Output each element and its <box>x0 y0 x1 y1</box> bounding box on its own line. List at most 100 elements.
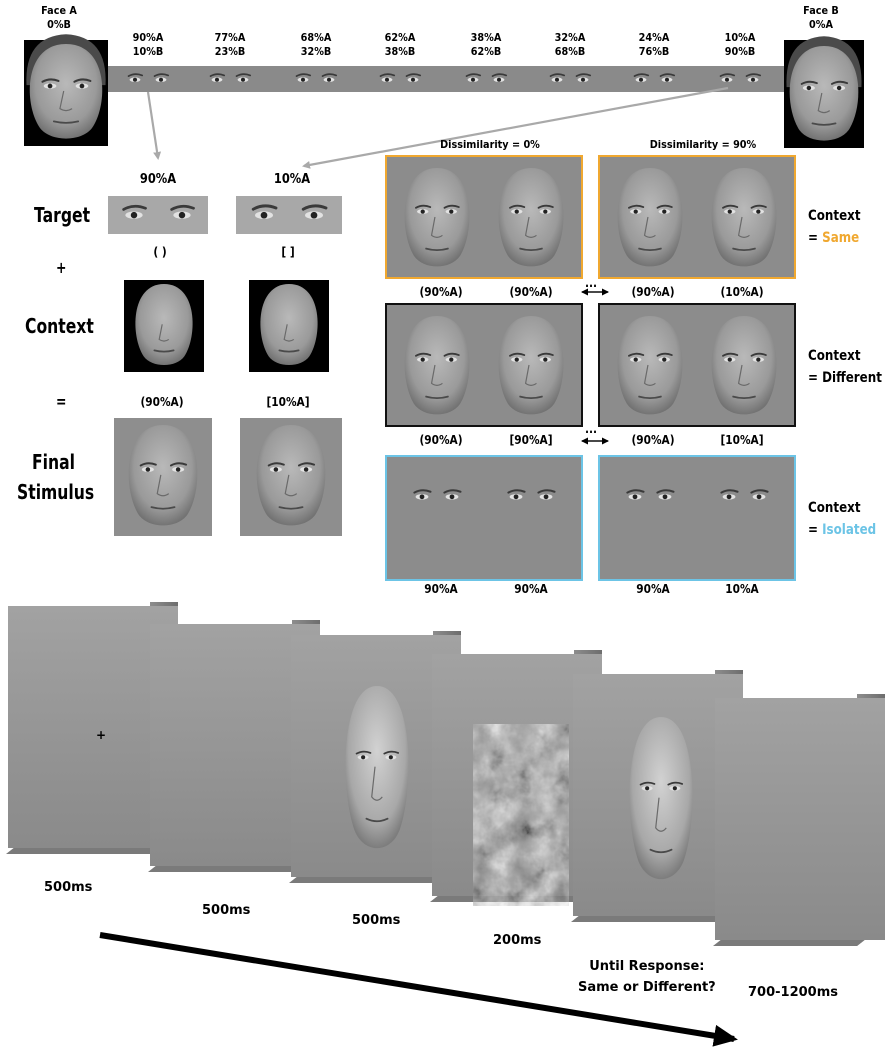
morph-continuum <box>24 34 864 169</box>
noise-mask <box>473 724 569 906</box>
mouth <box>638 395 662 400</box>
iris <box>420 209 425 214</box>
eyebrow <box>509 204 526 209</box>
condition-same-label: (90%A) <box>631 285 675 299</box>
mouth <box>150 506 176 510</box>
eyebrow <box>537 352 554 357</box>
iris <box>554 77 560 82</box>
morph-step-a: 10%A <box>724 31 756 44</box>
morph-step-a: 68%A <box>300 31 332 44</box>
eyebrow <box>251 204 278 211</box>
result-1: (90%A) <box>140 395 184 409</box>
duration-fixation: 500ms <box>44 880 93 895</box>
morph-step-b: 68%B <box>554 45 586 58</box>
eyebrow <box>405 73 422 77</box>
stimulus-label: Stimulus <box>17 480 95 504</box>
eyebrow <box>659 73 676 77</box>
mouth <box>638 247 662 252</box>
morph-step-a: 77%A <box>214 31 246 44</box>
iris <box>145 467 151 472</box>
morph-step-eyes <box>295 73 338 83</box>
iris <box>662 357 667 362</box>
mouth <box>732 395 756 400</box>
eyebrow <box>549 73 566 77</box>
iris <box>79 83 85 89</box>
isolated-prefix: = <box>808 522 823 538</box>
eyebrow <box>800 80 818 85</box>
morph-step-b: 90%B <box>724 45 756 58</box>
morph-step-eyes <box>465 73 508 83</box>
eyebrow <box>295 73 312 77</box>
iris <box>449 357 454 362</box>
iris <box>178 211 186 219</box>
morph-strip <box>108 66 784 92</box>
iris <box>662 494 668 500</box>
morph-step-b: 10%B <box>132 45 164 58</box>
iris <box>638 77 644 82</box>
mouth <box>365 817 389 823</box>
eyebrow <box>415 204 432 209</box>
eyebrow <box>267 462 285 467</box>
iris <box>633 209 638 214</box>
face-oval <box>711 168 777 267</box>
face-oval <box>498 316 564 415</box>
nose <box>524 216 537 238</box>
iris <box>806 85 812 91</box>
nose <box>524 364 537 386</box>
duration-iti: 700-1200ms <box>748 985 838 1000</box>
eyebrow <box>379 73 396 77</box>
target-eyes-2 <box>236 196 342 234</box>
condition-same-label: (10%A) <box>720 285 764 299</box>
face-oval <box>404 168 470 267</box>
iris <box>664 77 670 82</box>
eyebrow <box>656 204 673 209</box>
iris <box>449 209 454 214</box>
face-oval <box>29 44 103 139</box>
condition-panel-different-0 <box>385 303 583 427</box>
condition-same-label: (90%A) <box>509 285 553 299</box>
face-oval <box>260 284 318 366</box>
eyebrow <box>122 204 147 211</box>
target-pct-1: 90%A <box>139 172 177 187</box>
panel-frame <box>385 455 583 581</box>
eyebrow <box>73 78 92 83</box>
nose <box>283 324 295 342</box>
conditions-grid <box>385 155 796 581</box>
ellipsis-2: ... <box>584 422 598 436</box>
iris <box>260 211 268 219</box>
iris <box>727 357 732 362</box>
eyebrow <box>169 462 188 467</box>
iris <box>420 357 425 362</box>
condition-different-label: [90%A] <box>509 433 553 447</box>
mouth <box>811 122 837 126</box>
iris <box>543 494 549 500</box>
duration-study: 500ms <box>202 903 251 918</box>
nose <box>643 216 656 238</box>
iris <box>633 357 638 362</box>
condition-different-label: (90%A) <box>631 433 675 447</box>
mouth <box>278 506 304 510</box>
target-label: Target <box>34 203 91 227</box>
same-word: Same <box>822 230 860 246</box>
trial-timeline <box>6 602 885 1047</box>
iris <box>580 77 586 82</box>
context-same-label: Context = Same <box>808 208 861 246</box>
iris <box>310 211 318 219</box>
iris <box>726 494 732 500</box>
iris <box>303 467 309 472</box>
face-oval <box>711 316 777 415</box>
mouth <box>278 349 300 353</box>
eyebrow <box>750 489 769 494</box>
iris <box>632 494 638 500</box>
iris <box>756 494 762 500</box>
nose <box>737 216 750 238</box>
face-oval <box>617 168 683 267</box>
nose <box>430 364 443 386</box>
iris <box>175 467 181 472</box>
iris <box>470 77 476 82</box>
